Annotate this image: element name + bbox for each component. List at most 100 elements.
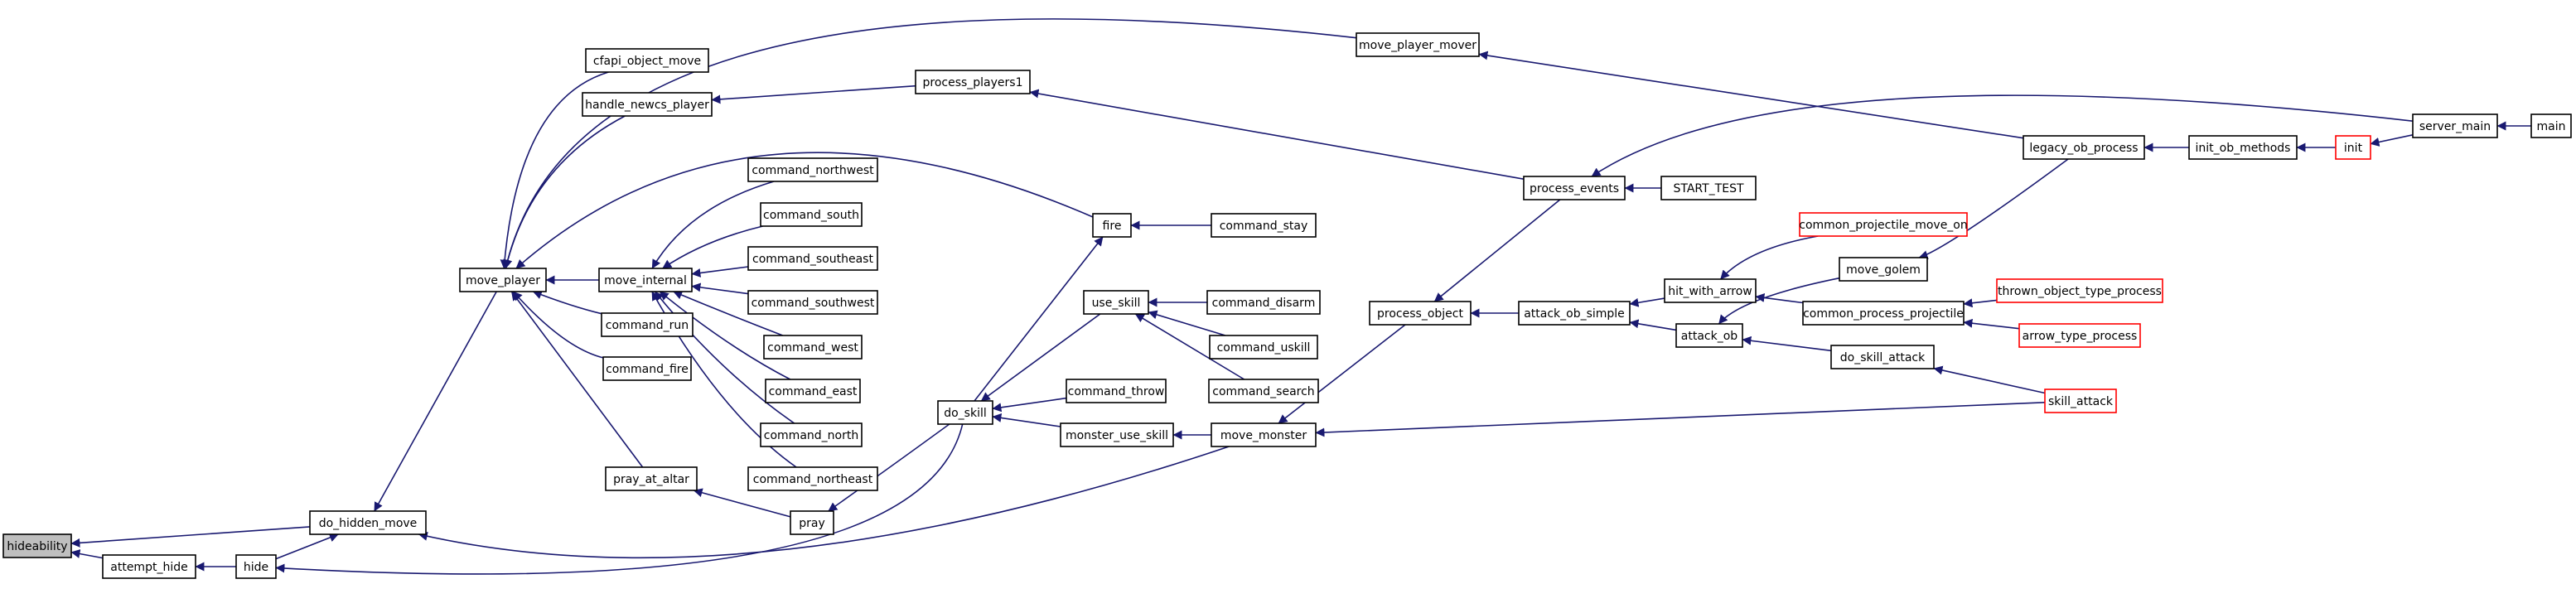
node-box <box>1369 301 1472 326</box>
node-pray-at-altar[interactable]: pray_at_altar <box>605 466 698 491</box>
node-command-west[interactable]: command_west <box>763 335 863 360</box>
edge-attack-ob-to-attack-ob-simple <box>1629 319 1677 331</box>
node-command-run[interactable]: command_run <box>601 312 694 337</box>
node-label: command_run <box>606 319 689 332</box>
node-box <box>747 246 878 271</box>
node-monster-use-skill[interactable]: monster_use_skill <box>1060 422 1174 447</box>
node-command-throw[interactable]: command_throw <box>1066 379 1167 403</box>
node-label: init <box>2344 142 2363 155</box>
node-command-search[interactable]: command_search <box>1208 379 1319 403</box>
node-box <box>790 510 834 535</box>
node-init-ob-methods[interactable]: init_ob_methods <box>2188 135 2298 160</box>
node-box <box>2018 323 2141 348</box>
node-hideability[interactable]: hideability <box>2 533 72 558</box>
edge-command-run-to-move-player <box>532 290 602 315</box>
edge-move-player-to-do-hidden-move <box>374 291 497 512</box>
node-box <box>1518 301 1631 326</box>
node-fire[interactable]: fire <box>1092 213 1132 238</box>
node-hide[interactable]: hide <box>235 554 277 579</box>
node-command-northwest[interactable]: command_northwest <box>747 157 878 182</box>
node-box <box>2 533 72 558</box>
node-move-internal[interactable]: move_internal <box>598 268 693 292</box>
node-attack-ob[interactable]: attack_ob <box>1675 323 1743 348</box>
node-label: command_south <box>763 209 859 222</box>
node-attempt-hide[interactable]: attempt_hide <box>102 554 196 579</box>
node-label: command_southwest <box>752 297 875 310</box>
edge-process-players1-to-handle-newcs-player <box>711 84 916 104</box>
node-command-east[interactable]: command_east <box>765 379 861 403</box>
node-command-north[interactable]: command_north <box>760 422 863 447</box>
node-label: attack_ob_simple <box>1524 307 1625 321</box>
node-command-disarm[interactable]: command_disarm <box>1206 290 1321 315</box>
node-common-process-projectile[interactable]: common_process_projectile <box>1802 301 1965 326</box>
node-command-southeast[interactable]: command_southeast <box>747 246 878 271</box>
node-move-monster[interactable]: move_monster <box>1211 422 1317 447</box>
node-label: command_uskill <box>1217 341 1311 355</box>
node-command-stay[interactable]: command_stay <box>1211 213 1317 238</box>
node-label: command_southeast <box>752 253 873 266</box>
node-label: attempt_hide <box>110 561 187 574</box>
node-init[interactable]: init <box>2335 135 2371 160</box>
node-cfapi-object-move[interactable]: cfapi_object_move <box>585 48 709 73</box>
node-box <box>1675 323 1743 348</box>
node-do-skill[interactable]: do_skill <box>937 400 993 425</box>
node-box <box>1208 379 1319 403</box>
node-hit-with-arrow[interactable]: hit_with_arrow <box>1664 278 1757 303</box>
node-box <box>598 268 693 292</box>
node-thrown-object-type-process[interactable]: thrown_object_type_process <box>1996 278 2163 303</box>
node-process-events[interactable]: process_events <box>1523 176 1626 200</box>
node-start-test[interactable]: START_TEST <box>1660 176 1757 200</box>
node-use-skill[interactable]: use_skill <box>1083 290 1149 315</box>
node-move-player[interactable]: move_player <box>459 268 547 292</box>
edge-do-hidden-move-to-hideability <box>70 526 311 548</box>
node-label: skill_attack <box>2048 395 2114 408</box>
node-move-player-mover[interactable]: move_player_mover <box>1356 32 1480 57</box>
node-move-golem[interactable]: move_golem <box>1839 257 1928 282</box>
node-handle-newcs-player[interactable]: handle_newcs_player <box>582 92 713 117</box>
node-label: hit_with_arrow <box>1668 285 1752 298</box>
node-label: command_east <box>769 385 858 398</box>
node-label: process_events <box>1530 182 1619 195</box>
node-command-fire[interactable]: command_fire <box>602 356 692 381</box>
node-box <box>2335 135 2371 160</box>
node-label: init_ob_methods <box>2196 142 2291 155</box>
edge-command-southwest-to-move-internal <box>691 282 749 295</box>
node-box <box>309 510 427 535</box>
node-skill-attack[interactable]: skill_attack <box>2044 389 2117 413</box>
edge-hide-to-do-hidden-move <box>275 533 339 560</box>
node-box <box>747 466 878 491</box>
node-command-northeast[interactable]: command_northeast <box>747 466 878 491</box>
node-command-uskill[interactable]: command_uskill <box>1209 335 1318 360</box>
node-label: server_main <box>2419 120 2491 133</box>
node-do-skill-attack[interactable]: do_skill_attack <box>1830 345 1935 369</box>
node-command-southwest[interactable]: command_southwest <box>747 290 878 315</box>
node-label: do_skill <box>944 407 987 420</box>
node-label: pray <box>799 517 825 530</box>
edge-process-object-to-move-monster <box>1278 324 1406 424</box>
node-common-projectile-move-on[interactable]: common_projectile_move_on <box>1799 212 1968 237</box>
node-label: legacy_ob_process <box>2029 142 2138 155</box>
node-process-players1[interactable]: process_players1 <box>915 70 1031 94</box>
node-process-object[interactable]: process_object <box>1369 301 1472 326</box>
node-box <box>2044 389 2117 413</box>
node-pray[interactable]: pray <box>790 510 834 535</box>
node-server-main[interactable]: server_main <box>2412 113 2498 138</box>
node-label: command_northeast <box>753 473 873 486</box>
node-legacy-ob-process[interactable]: legacy_ob_process <box>2023 135 2145 160</box>
edge-process-events-to-process-players1 <box>1029 89 1525 180</box>
edge-move-player-mover-to-move-player <box>503 18 1357 269</box>
node-arrow-type-process[interactable]: arrow_type_process <box>2018 323 2141 348</box>
node-label: command_northwest <box>752 164 874 177</box>
node-attack-ob-simple[interactable]: attack_ob_simple <box>1518 301 1631 326</box>
node-box <box>1802 301 1965 326</box>
node-main[interactable]: main <box>2530 113 2572 138</box>
node-do-hidden-move[interactable]: do_hidden_move <box>309 510 427 535</box>
edge-command-northwest-to-move-internal <box>651 181 775 269</box>
node-label: monster_use_skill <box>1066 429 1168 442</box>
edge-command-south-to-move-internal <box>662 225 763 269</box>
node-command-south[interactable]: command_south <box>760 202 863 227</box>
edge-command-throw-to-do-skill <box>992 397 1067 413</box>
node-label: fire <box>1103 220 1122 233</box>
edge-fire-to-move-player <box>515 152 1094 269</box>
